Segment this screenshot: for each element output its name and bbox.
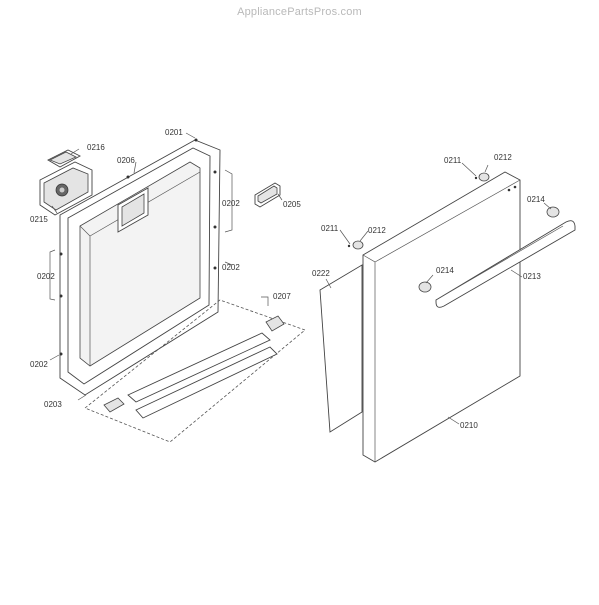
washers <box>347 172 490 250</box>
inner-door-liner <box>59 138 221 396</box>
callout-0213: 0213 <box>523 272 541 281</box>
callout-0202-right-lower: 0202 <box>222 263 240 272</box>
callout-0212-lower: 0212 <box>368 226 386 235</box>
watermark: AppliancePartsPros.com <box>237 6 362 18</box>
callout-0203: 0203 <box>44 400 62 409</box>
callout-0201: 0201 <box>165 128 183 137</box>
callout-0205: 0205 <box>283 200 301 209</box>
callout-0202-right-upper: 0202 <box>222 199 240 208</box>
callout-0207: 0207 <box>273 292 291 301</box>
bottom-trim-kit <box>84 299 306 443</box>
callout-0215: 0215 <box>30 215 48 224</box>
door-handle <box>435 220 576 308</box>
callout-0211-upper: 0211 <box>444 156 462 165</box>
callout-0211-lower: 0211 <box>321 224 339 233</box>
callout-0210: 0210 <box>460 421 478 430</box>
callout-0202-left-upper: 0202 <box>37 272 55 281</box>
handle-end-caps <box>418 206 560 293</box>
leader-lines <box>49 132 552 425</box>
callout-0214-lower: 0214 <box>436 266 454 275</box>
callout-0222: 0222 <box>312 269 330 278</box>
callout-labels: 0216 0215 0206 0201 0202 0202 0202 0202 … <box>30 128 545 430</box>
callout-0216: 0216 <box>87 143 105 152</box>
insulation-panel <box>319 264 363 433</box>
callout-0212-upper: 0212 <box>494 153 512 162</box>
callout-0206: 0206 <box>117 156 135 165</box>
callout-0214-upper: 0214 <box>527 195 545 204</box>
outer-door-panel <box>362 171 521 463</box>
callout-0202-left-lower: 0202 <box>30 360 48 369</box>
detergent-dispenser <box>39 149 93 216</box>
hinge-bracket <box>254 182 281 208</box>
